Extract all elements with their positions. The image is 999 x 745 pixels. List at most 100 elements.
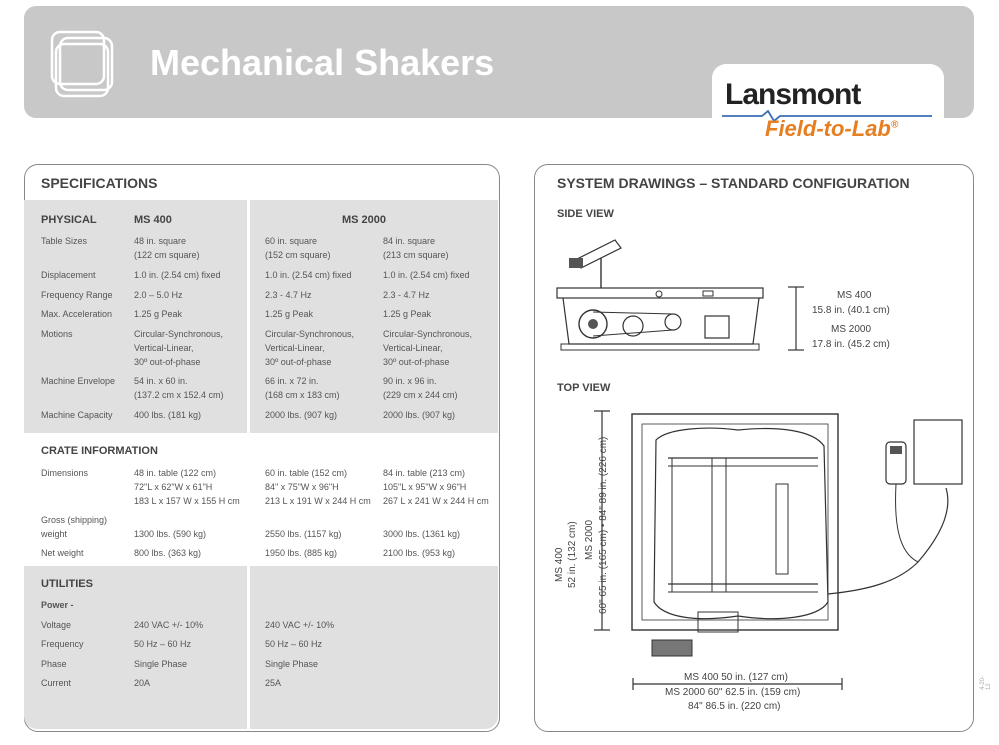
spec-value-ms400: 1.0 in. (2.54 cm) fixed	[134, 270, 221, 280]
spec-value-ms400: Vertical-Linear,	[134, 343, 194, 353]
spec-value-ms2000-60: 2.3 - 4.7 Hz	[265, 290, 312, 300]
top-vertical-ms2000: MS 2000	[584, 519, 595, 560]
side-ms2000-height: 17.8 in. (45.2 cm)	[812, 339, 890, 350]
spec-value-ms2000-60: 1.0 in. (2.54 cm) fixed	[265, 270, 352, 280]
ms2000-column-heading: MS 2000	[342, 214, 387, 226]
crate-section	[24, 433, 498, 566]
top-horizontal-dimension	[632, 678, 843, 690]
crate-value-ms400: 800 lbs. (363 kg)	[134, 548, 202, 558]
crate-value-ms2000-84: 84 in. table (213 cm)	[383, 468, 466, 478]
spec-value-ms2000-84: (213 cm square)	[383, 250, 449, 260]
top-horizontal-ms400: MS 400 50 in. (127 cm)	[680, 672, 792, 683]
spec-value-ms400: (137.2 cm x 152.4 cm)	[134, 390, 224, 400]
top-horizontal-84: 84" 86.5 in. (220 cm)	[688, 701, 781, 712]
top-vertical-ms2000-dim: 60" 65 in. (165 cm) • 84" 89 in. (226 cm…	[598, 436, 609, 614]
utility-label: Phase	[41, 659, 67, 669]
power-subheading: Power -	[41, 600, 74, 610]
top-view-label: TOP VIEW	[557, 382, 611, 394]
spec-label: Machine Capacity	[41, 410, 113, 420]
spec-value-ms2000-84: 1.0 in. (2.54 cm) fixed	[383, 270, 470, 280]
spec-value-ms2000-84: (229 cm x 244 cm)	[383, 390, 458, 400]
ms400-column-heading: MS 400	[134, 214, 172, 226]
spec-label: Table Sizes	[41, 236, 88, 246]
utility-label: Frequency	[41, 639, 84, 649]
physical-heading: PHYSICAL	[41, 214, 97, 226]
utility-value-ms400: Single Phase	[134, 659, 188, 669]
spec-value-ms2000-60: 1.25 g Peak	[265, 309, 314, 319]
spec-label: Motions	[41, 329, 73, 339]
spec-label: Machine Envelope	[41, 376, 116, 386]
physical-section	[24, 200, 498, 433]
crate-value-ms2000-60: 2550 lbs. (1157 kg)	[265, 529, 342, 539]
spec-value-ms400: 2.0 – 5.0 Hz	[134, 290, 183, 300]
side-view-label: SIDE VIEW	[557, 208, 614, 220]
column-divider	[247, 200, 250, 729]
utility-value-ms400: 50 Hz – 60 Hz	[134, 639, 192, 649]
crate-value-ms400: 1300 lbs. (590 kg)	[134, 529, 207, 539]
crate-value-ms2000-60: 84" x 75"W x 96"H	[265, 482, 339, 492]
spec-value-ms2000-60: 2000 lbs. (907 kg)	[265, 410, 338, 420]
crate-heading: CRATE INFORMATION	[41, 445, 158, 457]
crate-value-ms2000-60: 213 L x 191 W x 244 H cm	[265, 496, 371, 506]
spec-value-ms400: 54 in. x 60 in.	[134, 376, 188, 386]
crate-value-ms2000-84: 105"L x 95"W x 96"H	[383, 482, 467, 492]
utilities-section	[24, 566, 498, 729]
brand-wave-icon	[722, 110, 932, 122]
utility-value-ms400: 20A	[134, 678, 151, 688]
spec-value-ms2000-84: 2000 lbs. (907 kg)	[383, 410, 456, 420]
side-ms400-height: 15.8 in. (40.1 cm)	[812, 305, 890, 316]
spec-value-ms400: 48 in. square	[134, 236, 187, 246]
spec-value-ms2000-60: (168 cm x 183 cm)	[265, 390, 340, 400]
spec-value-ms2000-84: 90 in. x 96 in.	[383, 376, 437, 386]
spec-value-ms2000-84: 84 in. square	[383, 236, 436, 246]
top-vertical-ms400: MS 400	[554, 547, 565, 582]
spec-value-ms2000-84: 1.25 g Peak	[383, 309, 432, 319]
spec-value-ms400: 1.25 g Peak	[134, 309, 183, 319]
spec-value-ms2000-84: Circular-Synchronous,	[383, 329, 473, 339]
utility-value-ms2000: 25A	[265, 678, 282, 688]
crate-value-ms400: 72"L x 62"W x 61"H	[134, 482, 213, 492]
spec-value-ms2000-60: 30º out-of-phase	[265, 357, 332, 367]
utility-value-ms2000: 240 VAC +/- 10%	[265, 620, 335, 630]
brand-tab	[712, 64, 944, 154]
spec-value-ms400: (122 cm square)	[134, 250, 200, 260]
spec-label: Max. Acceleration	[41, 309, 113, 319]
crate-value-ms400: 48 in. table (122 cm)	[134, 468, 217, 478]
crate-label: Dimensions	[41, 468, 89, 478]
spec-value-ms2000-84: 2.3 - 4.7 Hz	[383, 290, 430, 300]
drawings-title: SYSTEM DRAWINGS – STANDARD CONFIGURATION	[557, 175, 910, 191]
top-vertical-ms400-dim: 52 in. (132 cm)	[567, 521, 578, 588]
side-height-dimension	[788, 286, 804, 351]
spec-value-ms400: 400 lbs. (181 kg)	[134, 410, 202, 420]
layered-squares-icon	[50, 30, 114, 98]
revision-stamp: 4-20-12	[980, 675, 992, 690]
brand-tagline: Field-to-Lab®	[765, 116, 899, 141]
spec-value-ms400: Circular-Synchronous,	[134, 329, 224, 339]
spec-value-ms2000-60: (152 cm square)	[265, 250, 331, 260]
crate-value-ms400: 183 L x 157 W x 155 H cm	[134, 496, 240, 506]
crate-label: weight	[41, 529, 68, 539]
utilities-heading: UTILITIES	[41, 578, 93, 590]
crate-value-ms2000-84: 267 L x 241 W x 244 H cm	[383, 496, 489, 506]
crate-label: Gross (shipping)	[41, 515, 108, 525]
page-title: Mechanical Shakers	[150, 42, 495, 83]
crate-value-ms2000-84: 2100 lbs. (953 kg)	[383, 548, 456, 558]
utility-value-ms400: 240 VAC +/- 10%	[134, 620, 204, 630]
spec-value-ms2000-84: Vertical-Linear,	[383, 343, 443, 353]
brand-name: Lansmont	[725, 78, 861, 111]
top-view-drawing	[631, 413, 963, 657]
side-view-drawing	[556, 239, 764, 351]
specifications-title: SPECIFICATIONS	[41, 175, 158, 191]
side-ms2000-label: MS 2000	[831, 324, 872, 335]
side-ms400-label: MS 400	[837, 290, 872, 301]
crate-value-ms2000-84: 3000 lbs. (1361 kg)	[383, 529, 461, 539]
top-vertical-dimension	[594, 410, 610, 631]
spec-value-ms400: 30º out-of-phase	[134, 357, 201, 367]
spec-label: Frequency Range	[41, 290, 113, 300]
utility-label: Voltage	[41, 620, 72, 630]
spec-value-ms2000-60: 60 in. square	[265, 236, 318, 246]
spec-label: Displacement	[41, 270, 96, 280]
utility-value-ms2000: 50 Hz – 60 Hz	[265, 639, 323, 649]
spec-value-ms2000-60: 66 in. x 72 in.	[265, 376, 319, 386]
spec-value-ms2000-60: Circular-Synchronous,	[265, 329, 355, 339]
